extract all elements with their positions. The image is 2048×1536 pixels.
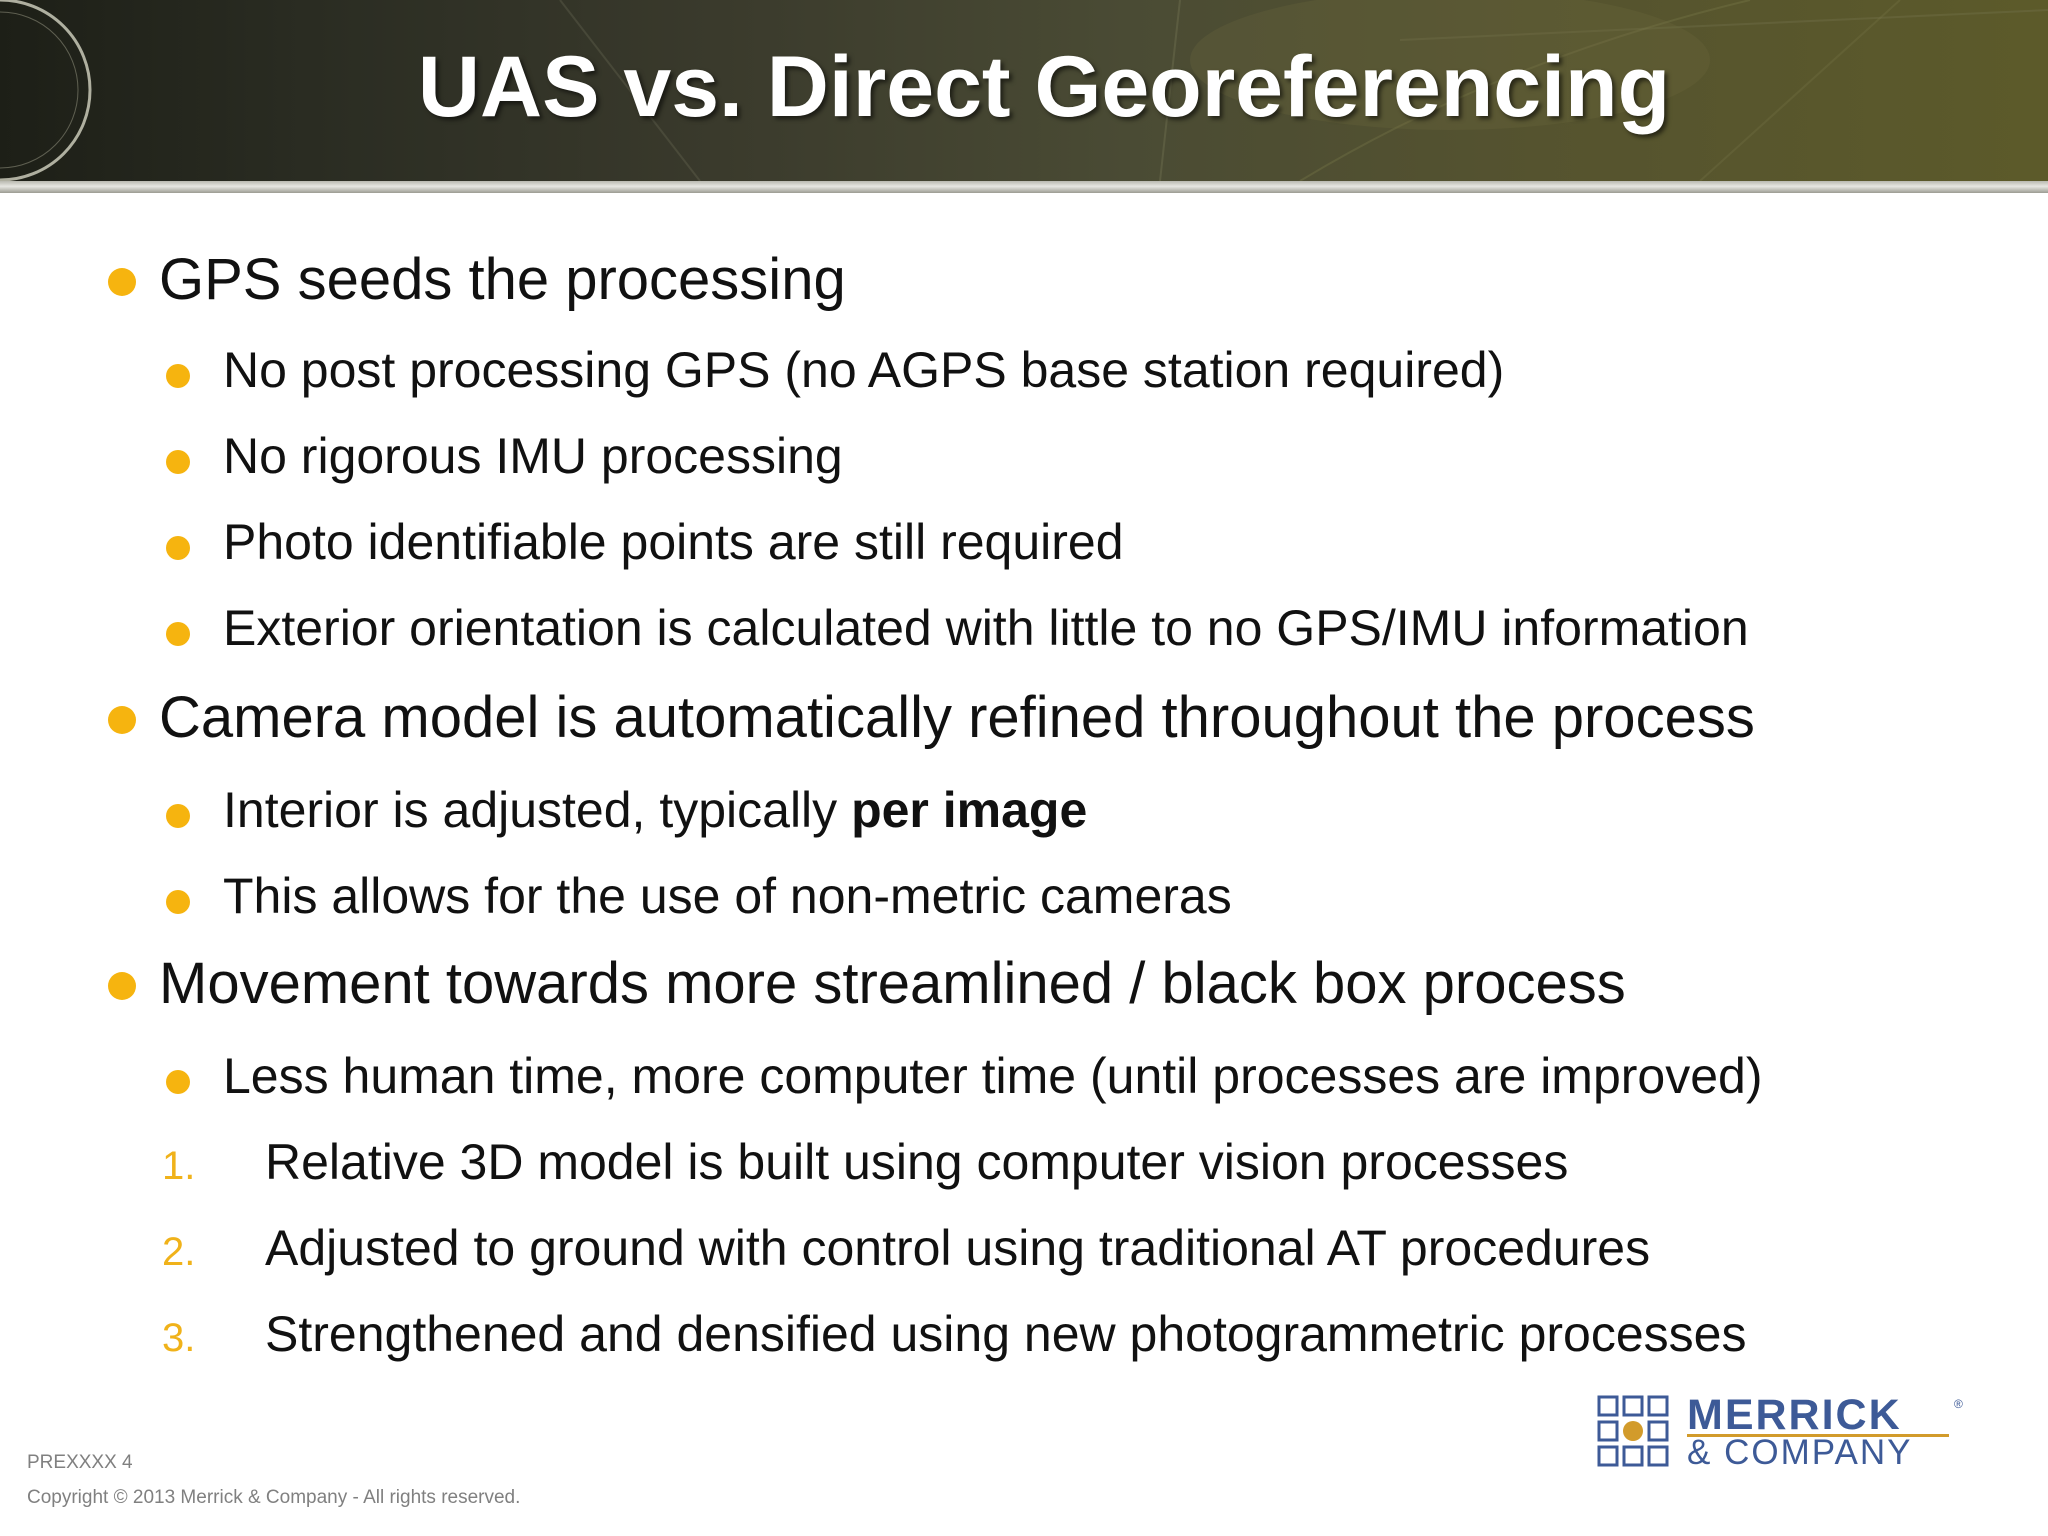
slide-title: UAS vs. Direct Georeferencing — [417, 39, 1671, 135]
bullet-text: Photo identifiable points are still requ… — [223, 514, 1124, 570]
bullet-text: GPS seeds the processing — [159, 247, 846, 312]
bullet-dot — [166, 364, 190, 388]
bullet-dot — [166, 536, 190, 560]
bullet-text: Camera model is automatically refined th… — [159, 685, 1755, 750]
logo-wordmark-company: & COMPANY — [1687, 1433, 1913, 1472]
logo-divider-line — [1687, 1434, 1949, 1437]
bullet-dot — [166, 622, 190, 646]
slide-code: PREXXXX 4 — [27, 1452, 133, 1473]
header-banner: UAS vs. Direct Georeferencing — [0, 0, 2048, 181]
logo-wordmark-merrick: MERRICK — [1687, 1391, 1902, 1439]
list-number: 3. — [162, 1316, 196, 1360]
bullet-text: Interior is adjusted, typically per imag… — [223, 781, 1087, 839]
bullet-dot — [166, 450, 190, 474]
registered-mark: ® — [1954, 1397, 1963, 1411]
bullet-text: This allows for the use of non-metric ca… — [223, 868, 1232, 924]
bullet-dot — [108, 972, 136, 1000]
bullet-dot — [166, 1070, 190, 1094]
header-background-art — [0, 0, 2048, 181]
list-number: 2. — [162, 1230, 196, 1274]
bullet-dot — [166, 890, 190, 914]
bullet-text: Strengthened and densified using new pho… — [265, 1306, 1747, 1362]
bullet-text: Adjusted to ground with control using tr… — [265, 1220, 1651, 1276]
logo-grid-icon — [1597, 1395, 1669, 1467]
merrick-logo: MERRICK & COMPANY ® — [1597, 1391, 1977, 1475]
bullet-dot — [108, 268, 136, 296]
bullet-text: Movement towards more streamlined / blac… — [159, 951, 1626, 1016]
bullet-text: Relative 3D model is built using compute… — [265, 1134, 1569, 1190]
bullet-dot — [166, 804, 190, 828]
copyright-notice: Copyright © 2013 Merrick & Company - All… — [27, 1487, 521, 1508]
bullet-text: No post processing GPS (no AGPS base sta… — [223, 342, 1505, 398]
bullet-text: No rigorous IMU processing — [223, 428, 843, 484]
bullet-text: Less human time, more computer time (unt… — [223, 1048, 1763, 1104]
list-number: 1. — [162, 1144, 196, 1188]
bullet-text-bold: per image — [851, 782, 1088, 838]
bullet-dot — [108, 706, 136, 734]
header-divider — [0, 181, 2048, 193]
bullet-text-plain: Interior is adjusted, typically — [223, 782, 852, 838]
bullet-text: Exterior orientation is calculated with … — [223, 600, 1749, 656]
